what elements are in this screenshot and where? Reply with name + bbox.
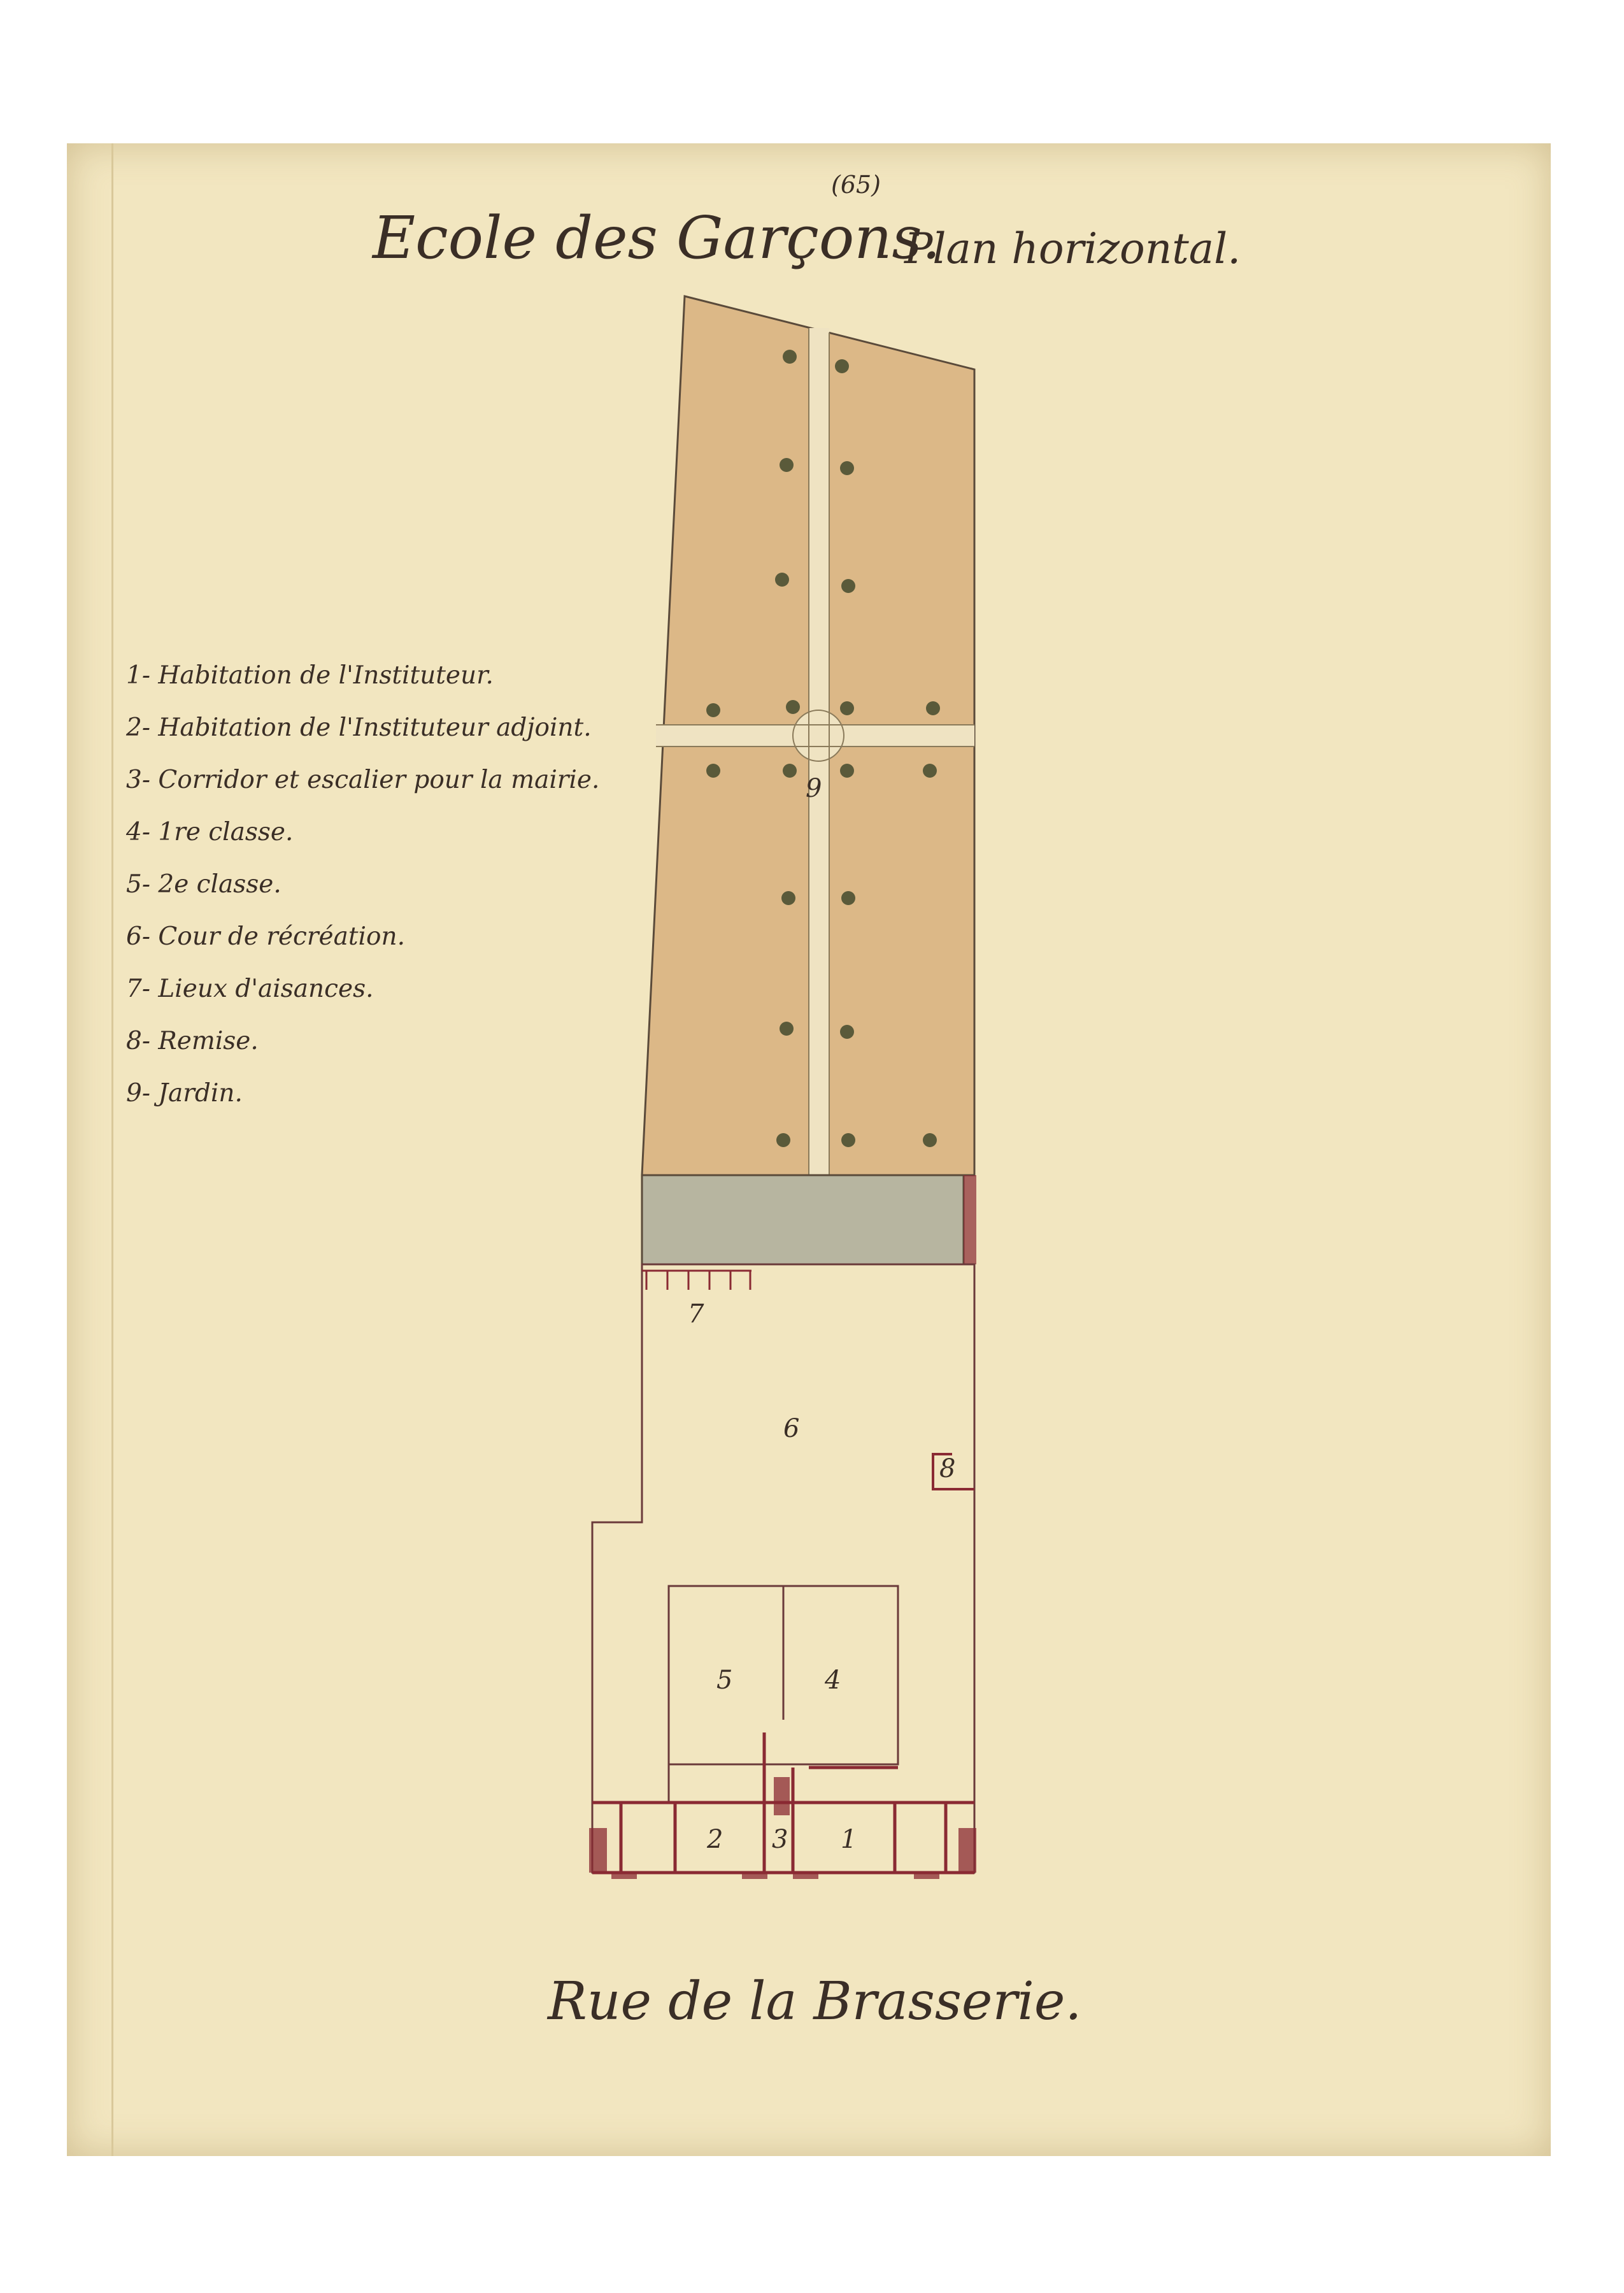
tree	[841, 891, 855, 905]
legend-item-6: 6- Cour de récréation.	[126, 922, 405, 951]
tree	[923, 764, 937, 778]
remise	[932, 1453, 974, 1490]
tree	[840, 701, 854, 715]
stairs	[589, 1777, 976, 1879]
room-number-2: 2	[707, 1825, 723, 1854]
tree	[835, 359, 849, 373]
room-number-4: 4	[825, 1666, 841, 1695]
room-number-7: 7	[688, 1299, 704, 1329]
binding-line	[111, 143, 113, 2156]
side-stair	[964, 1175, 976, 1264]
room-number-5: 5	[716, 1666, 733, 1695]
tree	[783, 350, 797, 364]
legend-item-5: 5- 2e classe.	[126, 870, 281, 899]
legend-item-7: 7- Lieux d'aisances.	[126, 975, 374, 1003]
tree	[841, 579, 855, 593]
tree	[841, 1133, 855, 1147]
tree	[781, 891, 795, 905]
tree	[926, 701, 940, 715]
tree	[923, 1133, 937, 1147]
tree	[840, 764, 854, 778]
street-label: Rue de la Brasserie.	[548, 1971, 1082, 2032]
legend-item-3: 3- Corridor et escalier pour la mairie.	[126, 766, 600, 794]
room-number-1: 1	[841, 1825, 857, 1854]
tree	[706, 703, 720, 717]
page-number: (65)	[831, 171, 881, 199]
room-number-6: 6	[783, 1414, 800, 1443]
tree	[775, 573, 789, 587]
classrooms	[667, 1585, 899, 1803]
tree	[840, 461, 854, 475]
legend-item-4: 4- 1re classe.	[126, 818, 294, 846]
tree	[786, 700, 800, 714]
tree	[706, 764, 720, 778]
gray-plot	[641, 1174, 965, 1266]
legend-item-8: 8- Remise.	[126, 1027, 259, 1055]
tree	[840, 1025, 854, 1039]
legend-item-2: 2- Habitation de l'Instituteur adjoint.	[126, 713, 592, 742]
tree	[780, 1022, 794, 1036]
garden-center-circle	[792, 710, 844, 762]
plan-subtitle: Plan horizontal.	[904, 224, 1241, 273]
room-number-9: 9	[806, 774, 822, 803]
tree	[783, 764, 797, 778]
legend-item-9: 9- Jardin.	[126, 1079, 243, 1108]
tree	[780, 458, 794, 472]
room-number-8: 8	[939, 1454, 956, 1483]
room-number-3: 3	[772, 1825, 788, 1854]
legend: 1- Habitation de l'Instituteur. 2- Habit…	[126, 650, 599, 1120]
plan-title: Ecole des Garçons.	[373, 204, 941, 272]
tree	[776, 1133, 790, 1147]
legend-item-1: 1- Habitation de l'Instituteur.	[126, 661, 494, 690]
latrines	[642, 1269, 751, 1290]
